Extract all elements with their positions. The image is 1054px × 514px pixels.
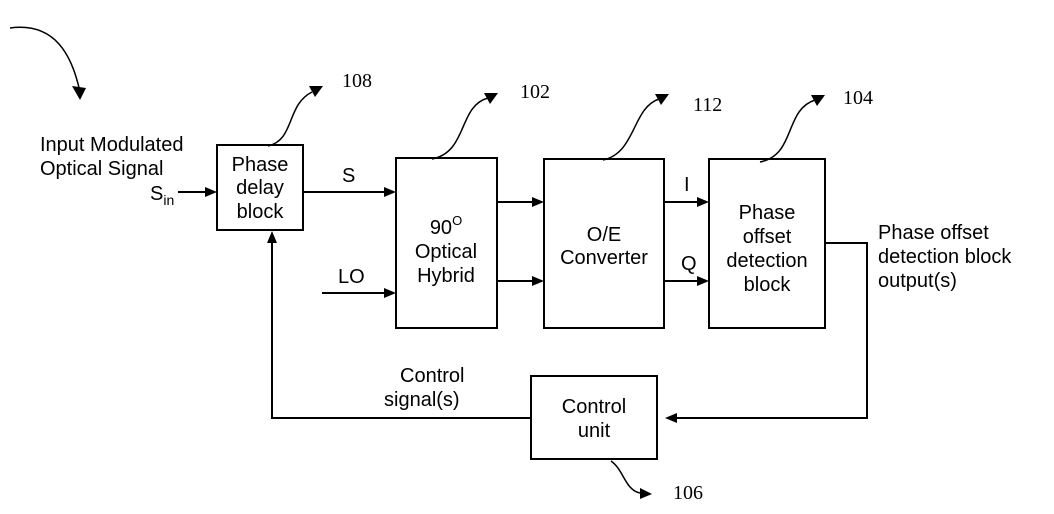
input-label-line1: Input Modulated <box>40 134 183 156</box>
ref-102: 102 <box>520 81 550 103</box>
hybrid-line2: Optical <box>415 241 477 263</box>
ref-108: 108 <box>342 70 372 92</box>
s-arrowhead <box>384 187 396 197</box>
s-in-base: S <box>150 183 163 205</box>
phase-delay-block <box>216 144 304 231</box>
control-signal-line <box>271 243 531 419</box>
hybrid-degree-symbol: O <box>452 213 462 228</box>
control-signal-arrowhead <box>267 231 277 243</box>
phase-delay-line2: delay <box>236 177 284 199</box>
lo-arrowhead <box>384 288 396 298</box>
lo-label: LO <box>338 266 365 288</box>
control-signal-label-line1: Control <box>400 365 464 387</box>
ref-104-leader <box>759 99 816 163</box>
ref-106-arrowhead <box>640 488 652 499</box>
phase-delay-line1: Phase <box>232 154 289 176</box>
ref-106-leader <box>610 460 641 494</box>
control-unit-line1: Control <box>562 396 626 418</box>
phase-offset-detection-block <box>708 158 826 329</box>
i-label: I <box>684 174 690 196</box>
s-in-label: Sin <box>150 183 174 208</box>
ref-108-leader <box>267 91 313 147</box>
detection-line4: block <box>744 274 792 296</box>
hybrid-degree-number: 90 <box>430 217 452 239</box>
optical-hybrid-block <box>395 157 498 329</box>
q-label: Q <box>681 253 697 275</box>
output-label-line3: output(s) <box>878 270 957 292</box>
oe-line2: Converter <box>560 247 648 269</box>
s-in-subscript: in <box>163 192 174 208</box>
phase-delay-line3: block <box>237 201 285 223</box>
detection-line3: detection <box>726 250 807 272</box>
output-label-line1: Phase offset <box>878 222 989 244</box>
ref-112-arrowhead <box>655 94 669 105</box>
s-signal-label: S <box>342 165 355 187</box>
ref-104: 104 <box>843 87 873 109</box>
control-signal-label-line2: signal(s) <box>384 389 460 411</box>
ref-104-arrowhead <box>811 95 825 106</box>
detection-to-control-arrowhead <box>665 413 677 423</box>
ref-112: 112 <box>693 94 722 116</box>
control-unit-line2: unit <box>578 420 611 442</box>
hybrid-line3: Hybrid <box>417 265 475 287</box>
input-label-line2: Optical Signal <box>40 158 163 180</box>
detection-to-control-line <box>676 242 868 419</box>
hybrid-to-oe-upper-arrowhead <box>532 197 544 207</box>
ref-102-arrowhead <box>484 93 498 104</box>
ref-106: 106 <box>673 482 703 504</box>
hybrid-degree: 90O <box>430 213 462 239</box>
figure-pointer-arrowhead <box>72 86 86 100</box>
hybrid-to-oe-lower-arrowhead <box>532 276 544 286</box>
detection-line1: Phase <box>739 202 796 224</box>
ref-108-arrowhead <box>309 86 323 97</box>
figure-pointer-curve <box>9 26 81 93</box>
output-label-line2: detection block <box>878 246 1012 268</box>
q-arrowhead <box>697 276 709 286</box>
input-arrowhead <box>205 187 217 197</box>
i-arrowhead <box>697 197 709 207</box>
oe-line1: O/E <box>587 224 621 246</box>
ref-102-leader <box>431 97 489 160</box>
oe-converter-block <box>543 158 665 329</box>
ref-112-leader <box>602 98 660 161</box>
detection-line2: offset <box>743 226 792 248</box>
